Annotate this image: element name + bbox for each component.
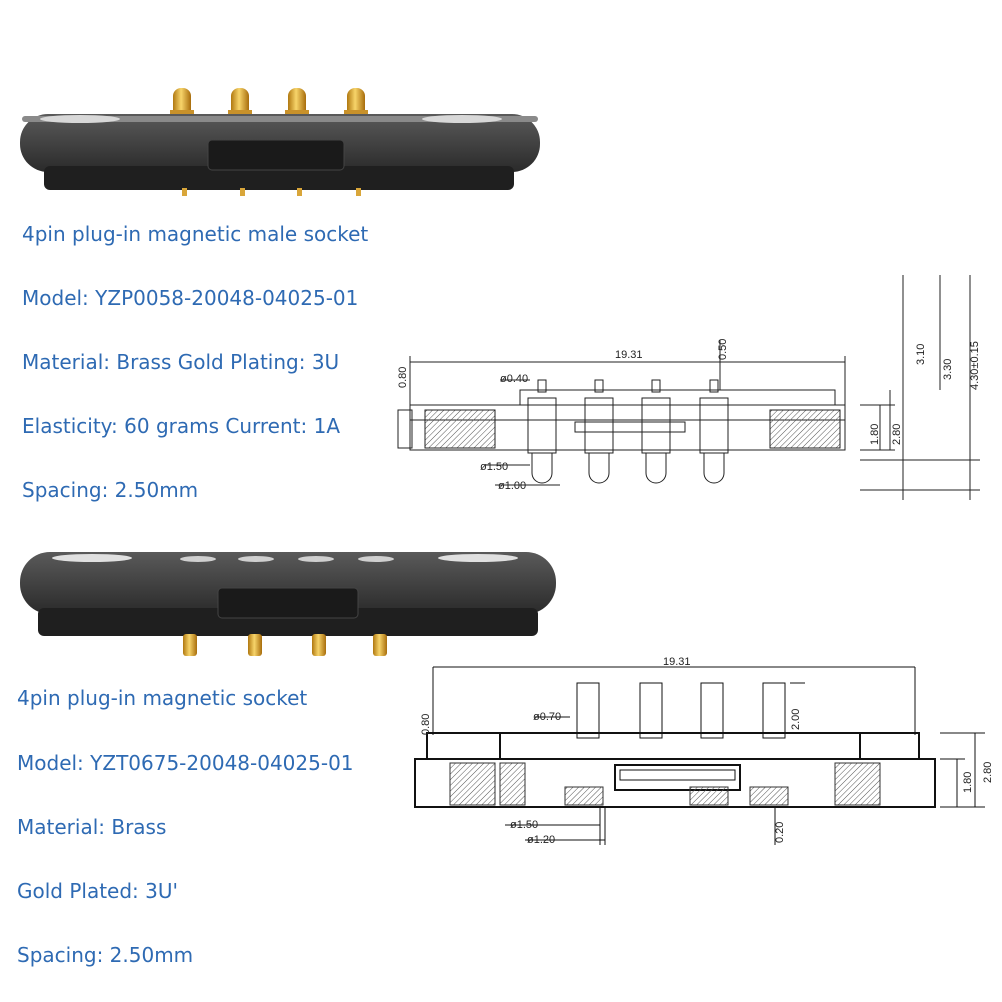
male-model: Model: YZP0058-20048-04025-01 [22, 286, 359, 310]
female-dim-gap: 0.20 [774, 822, 786, 843]
female-dim-pin: ø1.20 [527, 834, 555, 846]
male-dim-pin: ø1.00 [498, 480, 526, 492]
female-technical-drawing: 19.31 ø0.70 ø1.50 ø1.20 0.80 2.00 1.80 2… [414, 656, 994, 846]
female-pins-bottom [183, 634, 387, 656]
female-material: Material: Brass [17, 815, 167, 839]
female-dim-body-h: 1.80 [962, 772, 974, 793]
male-dim-h2: 3.30 [942, 359, 954, 380]
female-plating: Gold Plated: 3U' [17, 879, 179, 903]
male-dim-h1: 3.10 [915, 344, 927, 365]
male-dim-tip: ø0.40 [500, 373, 528, 385]
female-dim-hole: ø1.50 [510, 819, 538, 831]
female-dim-pin-h: 2.00 [790, 709, 802, 730]
female-title: 4pin plug-in magnetic socket [17, 686, 308, 710]
female-socket-photo [20, 552, 556, 656]
male-pins-top [170, 88, 368, 118]
male-dim-width: 19.31 [615, 349, 643, 361]
male-dim-total-h: 2.80 [891, 424, 903, 445]
male-material: Material: Brass Gold Plating: 3U [22, 350, 340, 374]
male-technical-drawing: 19.31 ø0.40 ø1.50 ø1.00 0.50 0.80 3.10 3… [397, 275, 980, 500]
female-dim-tip: ø0.70 [533, 711, 561, 723]
female-dim-left-step: 0.80 [420, 714, 432, 735]
male-dim-left-step: 0.80 [397, 367, 409, 388]
male-dim-h3: 4.30±0.15 [969, 341, 980, 390]
male-socket-photo [20, 88, 540, 196]
male-elasticity: Elasticity: 60 grams Current: 1A [22, 414, 340, 438]
male-dim-body-h: 1.80 [869, 424, 881, 445]
female-housing [20, 552, 556, 614]
male-title: 4pin plug-in magnetic male socket [22, 222, 369, 246]
female-model: Model: YZT0675-20048-04025-01 [17, 751, 354, 775]
female-dim-width: 19.31 [663, 656, 691, 668]
male-dim-top-step: 0.50 [717, 339, 729, 360]
male-spacing: Spacing: 2.50mm [22, 478, 199, 502]
female-dim-total-h: 2.80 [982, 762, 994, 783]
male-dim-hole: ø1.50 [480, 461, 508, 473]
female-spacing: Spacing: 2.50mm [17, 943, 194, 967]
